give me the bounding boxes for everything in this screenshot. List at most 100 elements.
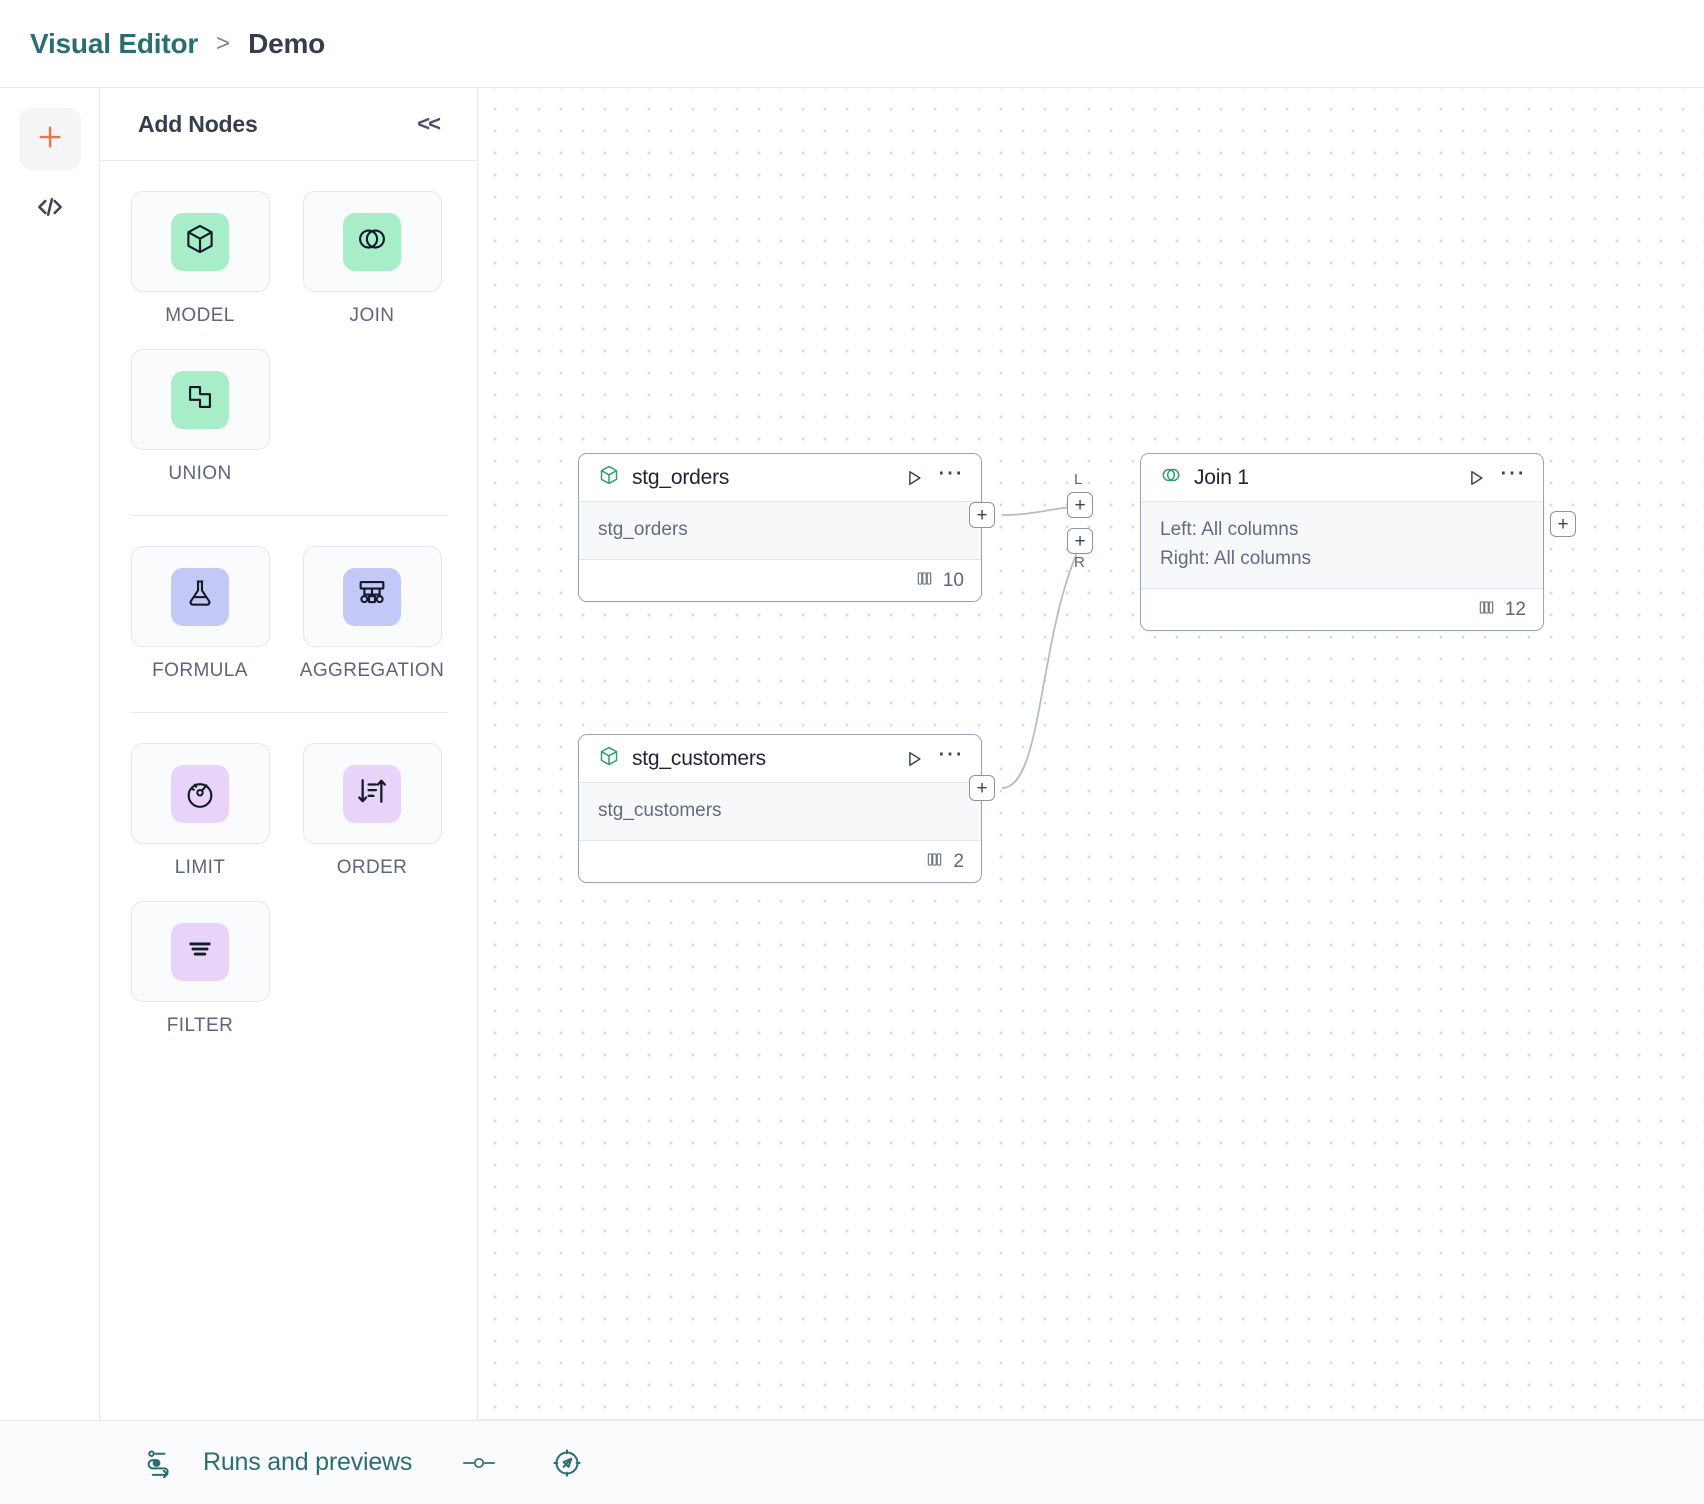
add-nodes-panel-header: Add Nodes << bbox=[100, 88, 477, 161]
flow-node-stg-orders[interactable]: stg_orders ⋯ stg_orders bbox=[578, 453, 982, 602]
node-tile bbox=[130, 191, 270, 292]
add-nodes-list: MODEL JOIN bbox=[100, 161, 477, 1420]
app-header: Visual Editor > Demo bbox=[0, 0, 1704, 88]
plus-icon bbox=[35, 122, 65, 157]
join-left-handle-label: L bbox=[1074, 471, 1083, 488]
flow-node-join-1[interactable]: Join 1 ⋯ Left: All columns Right: All co… bbox=[1140, 453, 1544, 631]
column-count: 12 bbox=[1504, 598, 1526, 620]
join-right-handle-label: R bbox=[1074, 554, 1085, 571]
breadcrumb-current: Demo bbox=[248, 27, 326, 59]
node-palette-item-limit[interactable]: LIMIT bbox=[130, 743, 270, 879]
add-node-rail-button[interactable] bbox=[18, 108, 81, 170]
node-palette-item-union[interactable]: UNION bbox=[130, 349, 270, 485]
code-view-rail-button[interactable] bbox=[19, 178, 81, 240]
filter-lines-icon bbox=[183, 932, 217, 971]
cube-icon bbox=[598, 464, 620, 491]
runs-and-previews-label[interactable]: Runs and previews bbox=[203, 1448, 413, 1476]
node-more-menu-button[interactable]: ⋯ bbox=[937, 457, 965, 487]
compass-icon[interactable] bbox=[552, 1448, 582, 1478]
flow-node-footer: 10 bbox=[579, 560, 981, 601]
flow-canvas[interactable]: stg_orders ⋯ stg_orders bbox=[478, 88, 1704, 1420]
flow-node-footer: 2 bbox=[579, 841, 981, 882]
join-swatch bbox=[343, 212, 401, 271]
flow-node-body: Left: All columns Right: All columns bbox=[1141, 501, 1543, 589]
venn-circles-icon bbox=[355, 222, 389, 261]
icon-rail bbox=[0, 88, 100, 1420]
column-count: 10 bbox=[942, 569, 964, 591]
columns-icon bbox=[925, 850, 944, 874]
limit-swatch bbox=[171, 764, 229, 823]
node-palette-label: JOIN bbox=[349, 305, 395, 326]
flow-node-body-line: Right: All columns bbox=[1160, 548, 1312, 569]
flow-node-body-line: stg_orders bbox=[598, 519, 688, 540]
bottom-status-bar: Runs and previews bbox=[0, 1420, 1704, 1504]
columns-icon bbox=[1477, 598, 1496, 622]
columns-icon bbox=[915, 569, 934, 593]
node-tile bbox=[130, 546, 270, 647]
join-right-input-handle[interactable]: + bbox=[1067, 528, 1093, 554]
app-body: Add Nodes << bbox=[0, 88, 1704, 1420]
runs-and-previews-group: Runs and previews bbox=[100, 1448, 582, 1478]
node-tile bbox=[130, 349, 270, 450]
node-more-menu-button[interactable]: ⋯ bbox=[937, 738, 965, 768]
flow-node-title: Join 1 bbox=[1194, 465, 1249, 489]
node-tile bbox=[302, 191, 442, 292]
node-palette-label: ORDER bbox=[336, 857, 408, 878]
flow-node-title: stg_customers bbox=[632, 746, 766, 770]
flow-node-body: stg_customers bbox=[579, 782, 981, 841]
add-nodes-panel: Add Nodes << bbox=[100, 88, 478, 1420]
flask-icon bbox=[183, 577, 217, 616]
gauge-icon bbox=[183, 774, 217, 813]
model-swatch bbox=[171, 212, 229, 271]
panel-divider-1 bbox=[130, 515, 447, 516]
formula-swatch bbox=[171, 567, 229, 626]
flow-node-footer: 12 bbox=[1141, 589, 1543, 630]
flow-node-body: stg_orders bbox=[579, 501, 981, 560]
node-group-sources: MODEL JOIN bbox=[100, 191, 477, 485]
node-palette-item-aggregation[interactable]: AGGREGATION bbox=[300, 546, 444, 682]
run-node-button[interactable] bbox=[903, 467, 925, 489]
node-palette-item-model[interactable]: MODEL bbox=[130, 191, 270, 327]
join-left-input-handle[interactable]: + bbox=[1067, 492, 1093, 518]
order-swatch bbox=[343, 764, 401, 823]
node-palette-label: LIMIT bbox=[174, 857, 226, 878]
flow-node-header: Join 1 ⋯ bbox=[1141, 454, 1543, 501]
stg-customers-output-handle[interactable]: + bbox=[969, 775, 995, 801]
column-count: 2 bbox=[953, 850, 964, 872]
node-tile bbox=[130, 743, 270, 844]
node-palette-item-order[interactable]: ORDER bbox=[302, 743, 442, 879]
pipeline-icon bbox=[145, 1448, 175, 1478]
node-palette-label: FORMULA bbox=[152, 660, 248, 681]
node-palette-label: FILTER bbox=[166, 1015, 234, 1036]
node-palette-item-formula[interactable]: FORMULA bbox=[130, 546, 270, 682]
node-palette-label: MODEL bbox=[165, 305, 235, 326]
flow-node-body-line: Left: All columns bbox=[1160, 519, 1299, 540]
aggregation-tree-icon bbox=[355, 577, 389, 616]
node-tile bbox=[130, 901, 270, 1002]
node-more-menu-button[interactable]: ⋯ bbox=[1499, 457, 1527, 487]
node-palette-item-filter[interactable]: FILTER bbox=[130, 901, 270, 1037]
flow-node-header: stg_orders ⋯ bbox=[579, 454, 981, 501]
breadcrumb: Visual Editor > Demo bbox=[30, 28, 325, 60]
flow-node-stg-customers[interactable]: stg_customers ⋯ stg_customers bbox=[578, 734, 982, 883]
slider-toggle-icon[interactable] bbox=[460, 1452, 498, 1474]
cube-icon bbox=[183, 222, 217, 261]
node-palette-item-join[interactable]: JOIN bbox=[302, 191, 442, 327]
node-palette-label: UNION bbox=[168, 463, 232, 484]
node-tile bbox=[302, 546, 442, 647]
filter-swatch bbox=[171, 922, 229, 981]
run-node-button[interactable] bbox=[903, 748, 925, 770]
aggregation-swatch bbox=[343, 567, 401, 626]
union-swatch bbox=[171, 370, 229, 429]
code-icon bbox=[34, 191, 66, 228]
stg-orders-output-handle[interactable]: + bbox=[969, 502, 995, 528]
breadcrumb-root-link[interactable]: Visual Editor bbox=[30, 27, 199, 59]
join-output-handle[interactable]: + bbox=[1550, 511, 1576, 537]
flow-node-body-line: stg_customers bbox=[598, 800, 722, 821]
breadcrumb-separator: > bbox=[216, 29, 231, 57]
panel-divider-2 bbox=[130, 712, 447, 713]
run-node-button[interactable] bbox=[1465, 467, 1487, 489]
node-tile bbox=[302, 743, 442, 844]
collapse-panel-button[interactable]: << bbox=[417, 111, 441, 136]
